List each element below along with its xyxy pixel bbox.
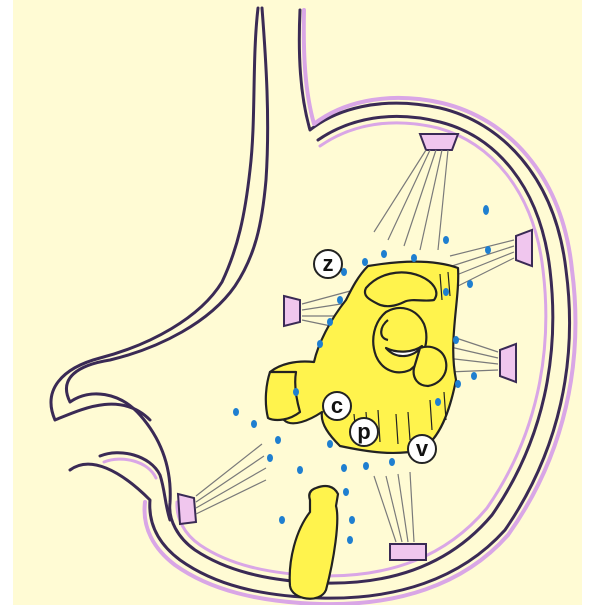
label-z-text: z [323, 251, 334, 276]
spray-top [374, 150, 448, 250]
spray-bottom [374, 472, 414, 542]
gland-right-upper [516, 230, 532, 266]
food-hand-right [414, 347, 447, 386]
label-v: v [408, 435, 436, 463]
spray-right-upper [450, 240, 514, 286]
label-p-text: p [357, 419, 370, 444]
gland-bottom [390, 544, 426, 560]
food-arm-left [266, 372, 300, 420]
gland-left [284, 296, 300, 326]
spray-bottom-left [196, 444, 266, 514]
label-c-text: c [331, 393, 343, 418]
label-p: p [350, 418, 378, 446]
gland-top [420, 134, 458, 150]
gland-bottom-left [178, 494, 196, 524]
label-c: c [323, 392, 351, 420]
label-z: z [314, 250, 342, 278]
gland-right-lower [500, 344, 516, 382]
label-v-text: v [416, 436, 429, 461]
